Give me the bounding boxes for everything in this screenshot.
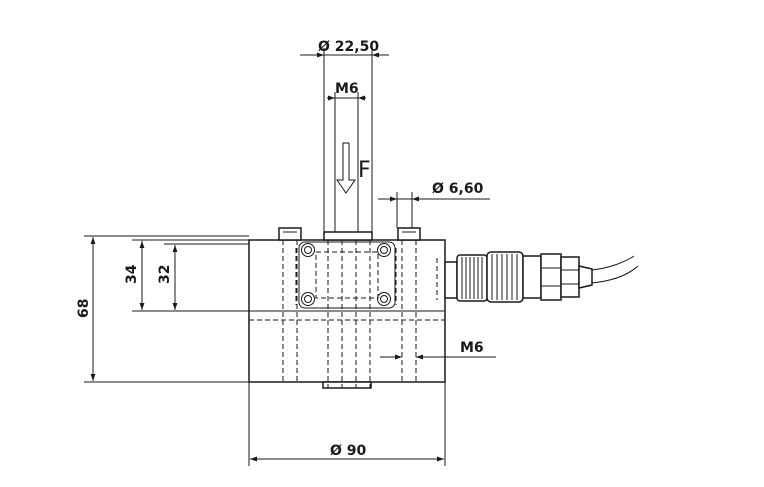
- dimension-top-thread: M6: [327, 81, 366, 232]
- bolt-top-right: [377, 243, 391, 257]
- load-cell-body: [248, 227, 446, 389]
- cable: [591, 255, 639, 284]
- cable-connector: [444, 251, 593, 303]
- height-34-label: 34: [124, 264, 140, 284]
- force-arrow: F: [336, 142, 371, 194]
- dimension-piston-diameter: Ø 22,50: [300, 39, 389, 232]
- bolt-bottom-right: [377, 292, 391, 306]
- top-thread-label: M6: [335, 81, 359, 97]
- dimension-height-32: 32: [157, 243, 249, 310]
- height-32-label: 32: [157, 265, 173, 284]
- piston-diameter-label: Ø 22,50: [318, 39, 379, 55]
- bolt-bottom-left: [301, 292, 315, 306]
- force-label: F: [358, 158, 371, 183]
- body-diameter-label: Ø 90: [330, 443, 367, 459]
- dimension-side-thread: M6: [380, 340, 496, 360]
- hole-diameter-label: Ø 6,60: [432, 181, 484, 197]
- height-68-label: 68: [76, 299, 92, 318]
- dimension-height-68: 68: [76, 235, 249, 383]
- dimension-height-34: 34: [124, 239, 249, 312]
- dimension-body-diameter: Ø 90: [248, 382, 446, 466]
- cover-plate: [298, 241, 396, 309]
- dimension-hole-diameter: Ø 6,60: [378, 181, 490, 228]
- bolt-top-left: [301, 243, 315, 257]
- hidden-lines: [249, 240, 445, 388]
- side-thread-label: M6: [460, 340, 484, 356]
